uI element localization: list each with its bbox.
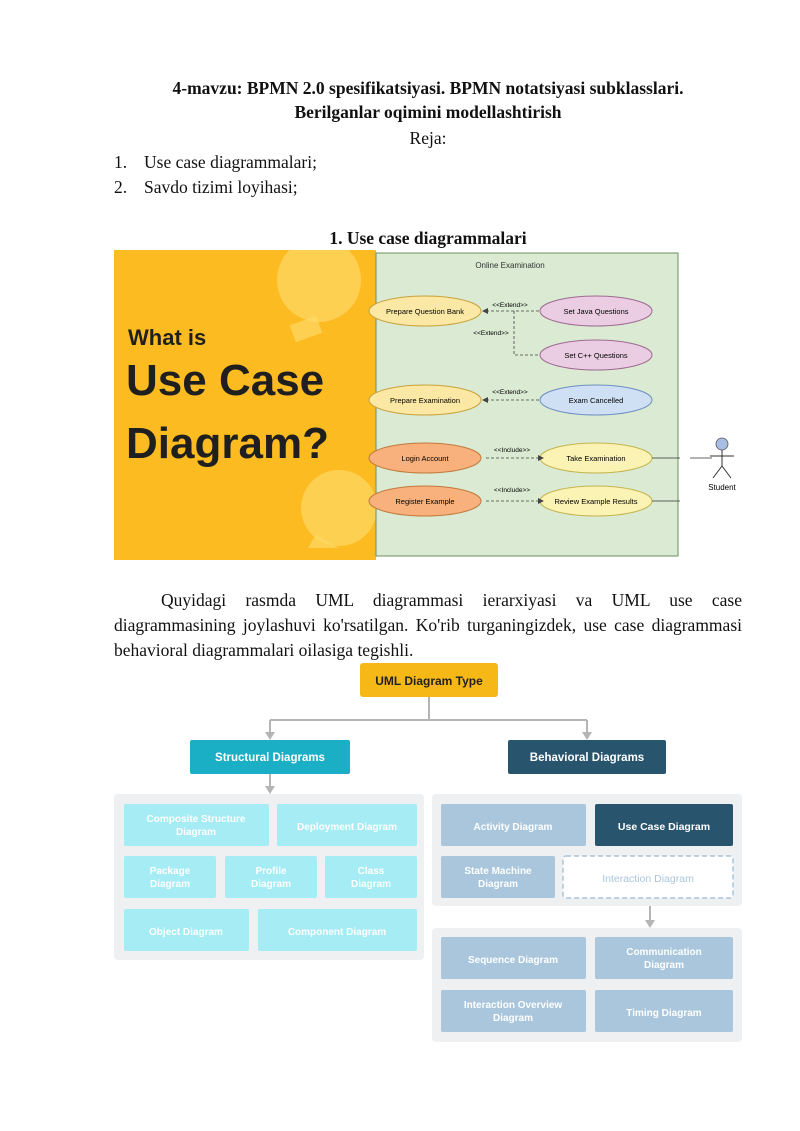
section-heading: 1. Use case diagrammalari — [329, 228, 527, 248]
use-case-login-account: Login Account — [401, 454, 449, 463]
structural-object: Object Diagram — [149, 927, 223, 938]
root-node: UML Diagram Type — [375, 674, 483, 688]
use-case-exam-cancelled: Exam Cancelled — [569, 396, 624, 405]
uml-hierarchy-figure: UML Diagram Type Structural Diagrams Beh… — [110, 660, 750, 1050]
use-case-prepare-question-bank: Prepare Question Bank — [386, 307, 464, 316]
structural-deployment: Deployment Diagram — [297, 822, 397, 833]
behavioral-node: Behavioral Diagrams — [530, 752, 644, 764]
relation-include-2: <<Include>> — [494, 487, 530, 494]
list-item: 2.Savdo tizimi loyihasi; — [114, 177, 298, 197]
relation-extend-3: <<Extend>> — [492, 389, 528, 396]
relation-extend-2: <<Extend>> — [473, 330, 509, 337]
use-case-text: Use Case — [126, 356, 324, 405]
relation-include-1: <<Include>> — [494, 447, 530, 454]
relation-extend-1: <<Extend>> — [492, 302, 528, 309]
use-case-prepare-examination: Prepare Examination — [390, 396, 460, 405]
use-case-set-cpp-questions: Set C++ Questions — [564, 351, 628, 360]
use-case-set-java-questions: Set Java Questions — [563, 307, 628, 316]
system-label: Online Examination — [475, 261, 544, 270]
behavioral-activity: Activity Diagram — [474, 822, 553, 833]
use-case-take-examination: Take Examination — [566, 454, 625, 463]
diagram-text: Diagram? — [126, 419, 329, 468]
what-is-text: What is — [128, 325, 206, 350]
list-item: 1.Use case diagrammalari; — [114, 152, 317, 172]
actor-icon — [715, 437, 729, 451]
structural-node: Structural Diagrams — [215, 752, 325, 764]
interaction-timing: Timing Diagram — [626, 1008, 701, 1019]
interaction-sequence: Sequence Diagram — [468, 955, 558, 966]
behavioral-interaction: Interaction Diagram — [602, 873, 694, 885]
document-title-line2: Berilganlar oqimini modellashtirish — [294, 102, 562, 122]
student-actor: Student — [690, 437, 737, 492]
body-paragraph: Quyidagi rasmda UML diagrammasi ierarxiy… — [114, 590, 742, 660]
use-case-review-example-results: Review Example Results — [555, 497, 638, 506]
use-case-register-example: Register Example — [395, 497, 454, 506]
actor-label: Student — [708, 483, 736, 492]
document-title-line1: 4-mavzu: BPMN 2.0 spesifikatsiyasi. BPMN… — [172, 78, 684, 98]
use-case-figure: What is Use Case Diagram? Online Examina… — [114, 250, 680, 560]
structural-component: Component Diagram — [288, 927, 386, 938]
plan-label: Reja: — [409, 128, 447, 148]
behavioral-use-case: Use Case Diagram — [618, 821, 710, 833]
